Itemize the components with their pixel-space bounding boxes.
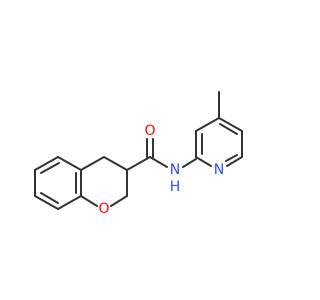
ring-oxygen-label: O <box>98 201 109 217</box>
bond <box>34 195 59 210</box>
double-bond-inner <box>225 154 238 162</box>
amide-hydrogen-label: H <box>170 179 181 195</box>
bond <box>149 156 168 168</box>
bond <box>57 156 82 171</box>
double-bond-inner <box>40 192 59 204</box>
bond <box>226 156 243 167</box>
bond <box>195 117 220 132</box>
bond <box>218 117 243 132</box>
pyran-ring <box>80 156 128 207</box>
double-bond-inner <box>219 123 238 135</box>
carbonyl-oxygen-label: O <box>144 123 155 139</box>
double-bond-inner <box>40 162 60 174</box>
bond <box>103 156 128 171</box>
bond <box>80 195 98 207</box>
bond <box>126 156 151 171</box>
bond <box>80 156 105 171</box>
bond <box>57 195 82 210</box>
benzene-ring <box>34 156 82 210</box>
pyridine-nitrogen-label: N <box>214 162 224 178</box>
bond <box>195 156 212 167</box>
bond <box>110 195 128 207</box>
pyridine-ring <box>195 91 243 167</box>
bond <box>34 156 59 171</box>
amide-group <box>126 138 197 171</box>
bond <box>182 158 197 168</box>
molecule-diagram: O N H N O <box>34 91 243 217</box>
amide-nitrogen-label: N <box>170 162 180 178</box>
